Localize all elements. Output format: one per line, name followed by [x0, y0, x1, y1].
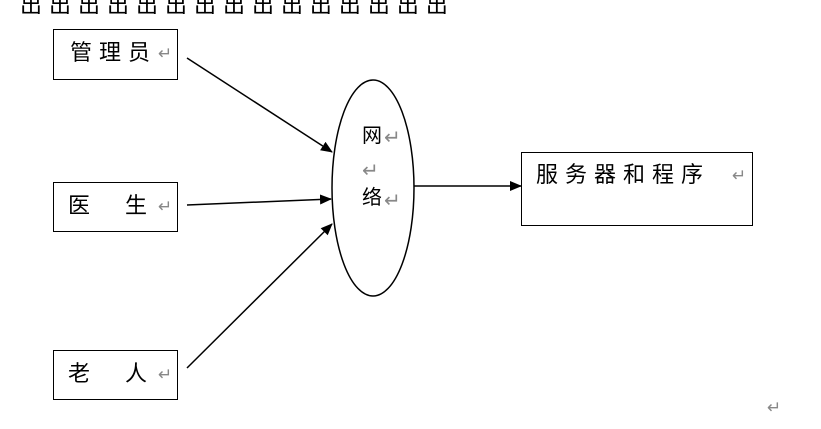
- arrow-admin-to-network: [186, 57, 333, 153]
- cropped-text-line: 出 出 出 出 出 出 出 出 出 出 出 出 出 出 出: [0, 0, 821, 14]
- network-ellipse: [331, 79, 415, 297]
- admin-node: 管 理 员 ↵: [53, 29, 178, 80]
- return-mark: ↵: [384, 188, 401, 212]
- return-mark: ↵: [732, 166, 747, 186]
- server-node: 服 务 器 和 程 序 ↵: [521, 152, 753, 226]
- admin-label: 管 理 员: [70, 41, 150, 66]
- doctor-node: 医 生 ↵: [53, 182, 178, 232]
- return-mark: ↵: [158, 197, 173, 217]
- return-mark: ↵: [158, 44, 173, 64]
- server-label: 服 务 器 和 程 序: [536, 163, 703, 188]
- elder-label: 老 人: [68, 362, 147, 387]
- cropped-text-fragment: 出 出 出 出 出 出 出 出 出 出 出 出 出 出 出: [20, 0, 448, 14]
- network-label-line3: 络: [362, 185, 382, 209]
- arrow-elder-to-network: [186, 223, 333, 369]
- arrow-doctor-to-network: [186, 194, 332, 206]
- return-mark: ↵: [362, 158, 379, 182]
- return-mark: ↵: [158, 365, 173, 385]
- doctor-label: 医 生: [68, 194, 147, 219]
- return-mark: ↵: [384, 125, 401, 149]
- elder-node: 老 人 ↵: [53, 350, 178, 400]
- network-label-line1: 网: [362, 123, 382, 147]
- return-mark: ↵: [767, 398, 782, 418]
